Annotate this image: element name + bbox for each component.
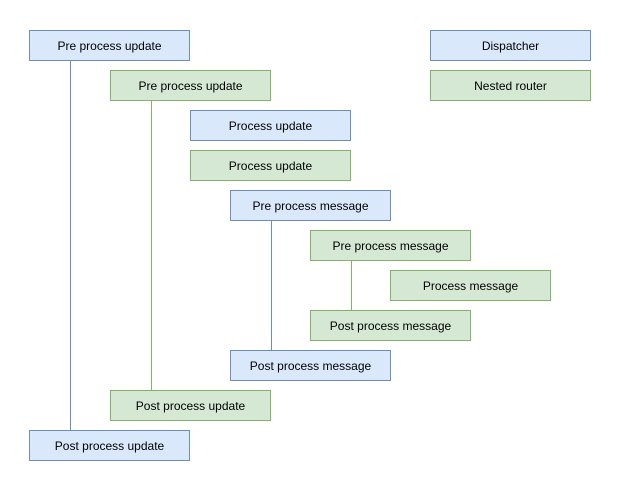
connector-n1-to-n11 xyxy=(70,60,71,431)
flow-node-n8[interactable]: Post process message xyxy=(310,310,471,341)
legend-node-dispatcher[interactable]: Dispatcher xyxy=(430,30,591,61)
legend-node-nested-router[interactable]: Nested router xyxy=(430,70,591,101)
node-label: Pre process message xyxy=(252,198,369,213)
node-label: Pre process update xyxy=(57,38,162,53)
node-label: Nested router xyxy=(474,78,547,93)
flow-node-n7[interactable]: Process message xyxy=(390,270,551,301)
flow-node-n11[interactable]: Post process update xyxy=(29,430,190,461)
flow-node-n3[interactable]: Process update xyxy=(190,110,351,141)
connector-n5-to-n9 xyxy=(271,220,272,351)
node-label: Post process update xyxy=(135,398,246,413)
flow-node-n9[interactable]: Post process message xyxy=(230,350,391,381)
node-label: Process update xyxy=(228,158,313,173)
node-label: Post process message xyxy=(249,358,372,373)
node-label: Dispatcher xyxy=(481,38,540,53)
flow-node-n1[interactable]: Pre process update xyxy=(29,30,190,61)
node-label: Process message xyxy=(422,278,519,293)
connector-n6-to-n8 xyxy=(351,260,352,311)
connector-n2-to-n10 xyxy=(151,100,152,391)
flow-node-n5[interactable]: Pre process message xyxy=(230,190,391,221)
flow-node-n4[interactable]: Process update xyxy=(190,150,351,181)
flow-node-n2[interactable]: Pre process update xyxy=(110,70,271,101)
node-label: Post process message xyxy=(329,318,452,333)
node-label: Process update xyxy=(228,118,313,133)
flow-node-n10[interactable]: Post process update xyxy=(110,390,271,421)
node-label: Post process update xyxy=(54,438,165,453)
node-label: Pre process message xyxy=(332,238,449,253)
flow-node-n6[interactable]: Pre process message xyxy=(310,230,471,261)
node-label: Pre process update xyxy=(138,78,243,93)
